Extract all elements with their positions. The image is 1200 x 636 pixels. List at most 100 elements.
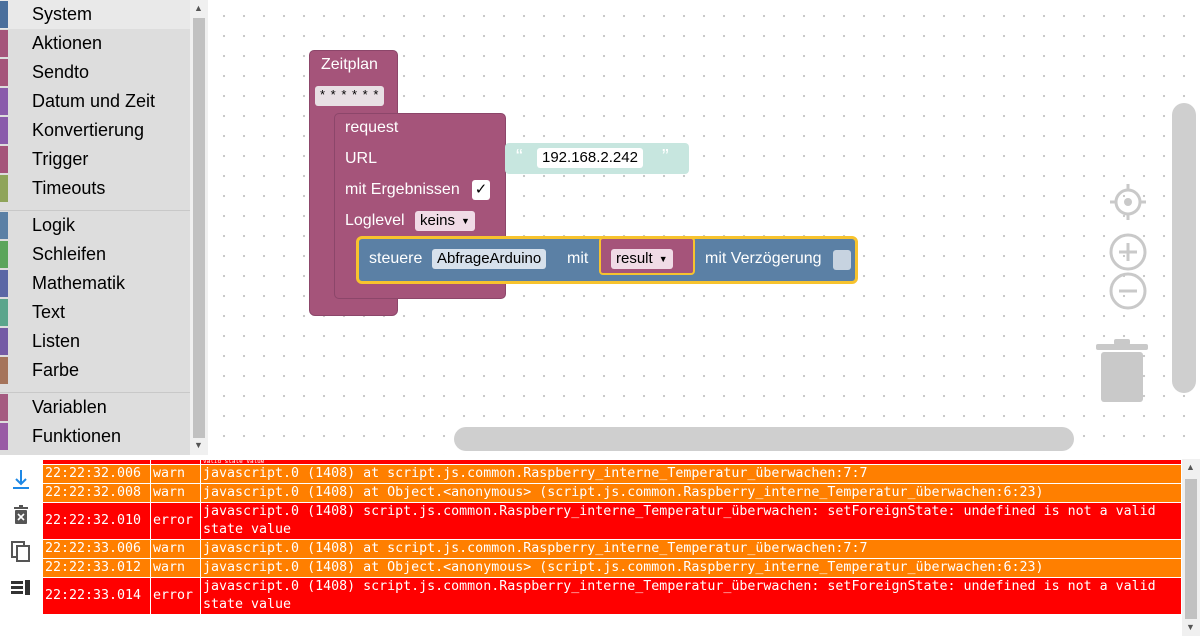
quote-open-icon: “: [516, 146, 523, 168]
category-color-swatch: [0, 241, 8, 268]
toolbox-category-label: System: [32, 4, 93, 24]
toolbox-category-konvertierung[interactable]: Konvertierung: [0, 116, 190, 145]
log-level: error: [150, 502, 201, 540]
toolbox-scroll-thumb[interactable]: [193, 18, 205, 438]
category-color-swatch: [0, 394, 8, 421]
toolbox-category-datum-und-zeit[interactable]: Datum und Zeit: [0, 87, 190, 116]
toolbox-category-label: Trigger: [32, 149, 89, 169]
toolbox-category-text[interactable]: Text: [0, 298, 190, 327]
toolbox-category-label: Timeouts: [32, 178, 106, 198]
request-title: request: [345, 119, 399, 136]
result-checkbox[interactable]: ✓: [472, 180, 490, 200]
category-color-swatch: [0, 175, 8, 202]
toolbox-category-schleifen[interactable]: Schleifen: [0, 240, 190, 269]
loglevel-label: Loglevel: [345, 212, 405, 229]
toolbox-category-label: Logik: [32, 215, 76, 235]
zoom-out-icon[interactable]: [1108, 271, 1148, 318]
toolbox-category-farbe[interactable]: Farbe: [0, 356, 190, 385]
category-color-swatch: [0, 117, 8, 144]
download-icon[interactable]: [9, 467, 33, 491]
toolbox-category-system[interactable]: System: [0, 0, 190, 29]
category-color-swatch: [0, 88, 8, 115]
toolbox-category-sendto[interactable]: Sendto: [0, 58, 190, 87]
toolbox-category-logik[interactable]: Logik: [0, 211, 190, 240]
log-scroll-thumb[interactable]: [1185, 479, 1197, 619]
url-field[interactable]: 192.168.2.242: [537, 148, 643, 168]
toolbox-separator: [0, 385, 190, 393]
url-label: URL: [345, 150, 378, 167]
category-color-swatch: [0, 59, 8, 86]
toolbox-category-label: Konvertierung: [32, 120, 145, 140]
log-level: warn: [150, 558, 201, 578]
target-icon[interactable]: [1108, 182, 1148, 229]
toolbox-category-aktionen[interactable]: Aktionen: [0, 29, 190, 58]
log-message: javascript.0 (1408) script.js.common.Ras…: [200, 577, 1182, 615]
result-value: result: [616, 250, 653, 267]
log-level: error: [150, 577, 201, 615]
toolbox-category-label: Datum und Zeit: [32, 91, 156, 111]
delay-label: mit Verzögerung: [705, 250, 822, 267]
toolbox-category-label: Schleifen: [32, 244, 107, 264]
toolbox-category-funktionen[interactable]: Funktionen: [0, 422, 190, 451]
copy-icon[interactable]: [9, 539, 33, 563]
category-color-swatch: [0, 423, 8, 450]
workspace-horizontal-scrollbar[interactable]: [454, 427, 1074, 451]
log-scrollbar[interactable]: ▲ ▼: [1182, 459, 1200, 636]
blockly-workspace[interactable]: Zeitplan * * * * * * request URL mit Erg…: [208, 0, 1200, 455]
toolbox-category-label: Farbe: [32, 360, 80, 380]
quote-close-icon: ”: [662, 146, 669, 168]
toolbox-category-label: Listen: [32, 331, 81, 351]
steuere-target-field[interactable]: AbfrageArduino: [432, 249, 547, 269]
category-color-swatch: [0, 328, 8, 355]
delete-icon[interactable]: [9, 503, 33, 527]
toolbox-category-label: Variablen: [32, 397, 107, 417]
toolbox-category-listen[interactable]: Listen: [0, 327, 190, 356]
log-level: warn: [150, 539, 201, 559]
log-toolbar: [0, 459, 42, 636]
log-message: javascript.0 (1408) at Object.<anonymous…: [200, 558, 1182, 578]
trash-icon[interactable]: [1094, 338, 1150, 404]
scroll-down-arrow-icon[interactable]: ▼: [1186, 622, 1195, 632]
loglevel-value: keins: [420, 212, 456, 229]
category-color-swatch: [0, 212, 8, 239]
toolbox-scrollbar[interactable]: ▲ ▼: [190, 0, 208, 455]
steuere-label: steuere: [369, 250, 423, 267]
log-time: 22:22:32.010: [42, 502, 151, 540]
category-color-swatch: [0, 357, 8, 384]
toolbox-category-label: Sendto: [32, 62, 90, 82]
category-color-swatch: [0, 270, 8, 297]
log-time: 22:22:33.012: [42, 558, 151, 578]
toolbox-category-trigger[interactable]: Trigger: [0, 145, 190, 174]
toolbox-category-mathematik[interactable]: Mathematik: [0, 269, 190, 298]
zoom-in-icon[interactable]: [1108, 232, 1148, 279]
log-level: warn: [150, 483, 201, 503]
category-color-swatch: [0, 299, 8, 326]
result-dropdown[interactable]: result ▼: [611, 249, 673, 269]
scroll-down-arrow-icon[interactable]: ▼: [194, 440, 203, 450]
scroll-up-arrow-icon[interactable]: ▲: [1186, 462, 1195, 472]
cron-field[interactable]: * * * * * *: [315, 86, 385, 106]
list-icon[interactable]: [9, 576, 33, 600]
toolbox-category-variablen[interactable]: Variablen: [0, 393, 190, 422]
category-color-swatch: [0, 146, 8, 173]
log-message: javascript.0 (1408) at script.js.common.…: [200, 464, 1182, 484]
scroll-up-arrow-icon[interactable]: ▲: [194, 3, 203, 13]
log-time: 22:22:33.014: [42, 577, 151, 615]
chevron-down-icon: ▼: [658, 254, 668, 265]
loglevel-dropdown[interactable]: keins▼: [415, 211, 475, 231]
delay-checkbox[interactable]: [833, 250, 851, 270]
panel-divider[interactable]: [0, 455, 1200, 459]
workspace-vertical-scrollbar[interactable]: [1172, 103, 1196, 393]
category-color-swatch: [0, 1, 8, 28]
toolbox-category-timeouts[interactable]: Timeouts: [0, 174, 190, 203]
zeitplan-title: Zeitplan: [321, 56, 378, 73]
